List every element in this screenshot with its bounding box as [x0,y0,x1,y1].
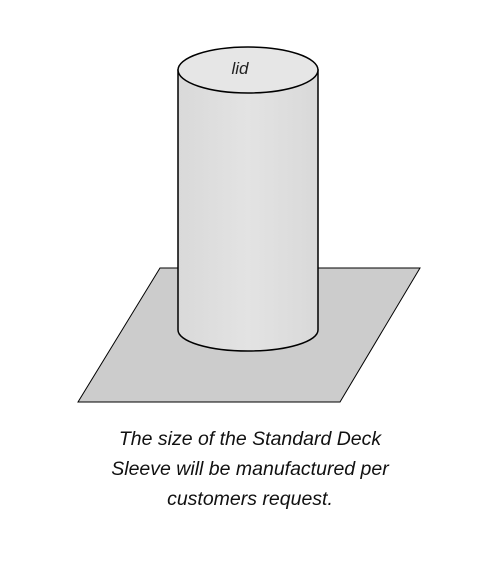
caption: The size of the Standard Deck Sleeve wil… [40,424,460,514]
lid-label: lid [231,59,249,78]
caption-line-2: Sleeve will be manufactured per [111,458,389,480]
sleeve-lid [177,46,319,94]
caption-line-3: customers request. [167,488,333,510]
sleeve-body [177,69,319,352]
caption-line-1: The size of the Standard Deck [118,428,382,450]
